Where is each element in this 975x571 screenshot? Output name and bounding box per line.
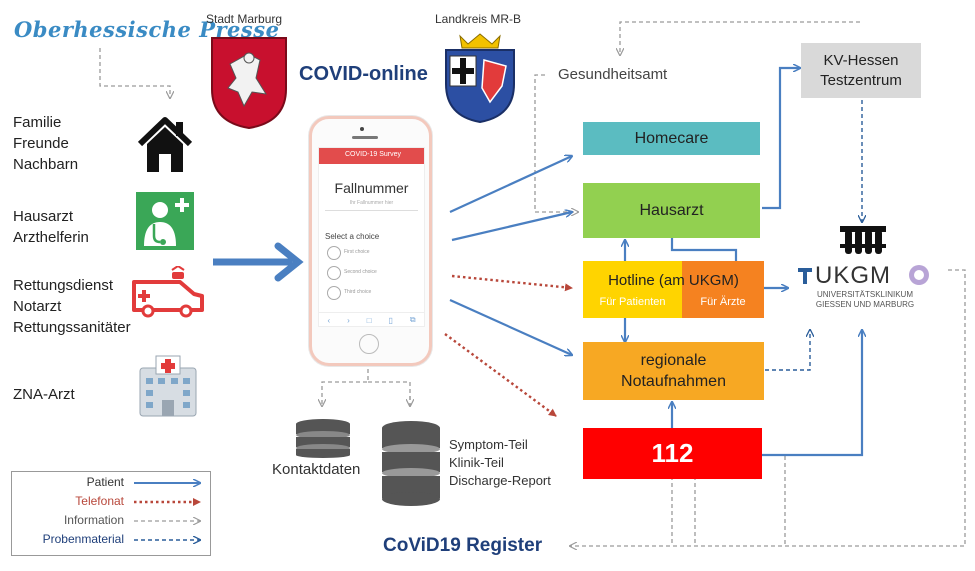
radio-icon[interactable] bbox=[327, 286, 341, 300]
house-icon bbox=[137, 117, 193, 172]
legend-label-probenmaterial: Probenmaterial bbox=[42, 532, 124, 546]
legend-line-samples bbox=[134, 472, 201, 552]
ukgm-seal-icon bbox=[909, 265, 929, 285]
radio-icon[interactable] bbox=[327, 266, 341, 280]
survey-header: COVID-19 Survey bbox=[319, 148, 424, 164]
doctor-icon bbox=[136, 192, 194, 250]
kv-testzentrum-box: KV-Hessen Testzentrum bbox=[801, 43, 921, 98]
phone-speaker bbox=[352, 136, 378, 139]
notaufnahmen-label: regionale Notaufnahmen bbox=[621, 352, 726, 390]
source-label-family: Familie Freunde Nachbarn bbox=[13, 114, 79, 173]
hotline-label: Hotline (am UKGM) bbox=[608, 272, 739, 289]
phone-camera bbox=[360, 127, 364, 131]
telefonat-connectors bbox=[444, 274, 573, 417]
ukgm-subtitle: UNIVERSITÄTSKLINIKUM GIESSEN UND MARBURG bbox=[815, 290, 915, 309]
share-icon[interactable]: □ bbox=[366, 315, 372, 325]
homecare-box: Homecare bbox=[583, 122, 760, 155]
case-number-input[interactable]: Ihr Fallnummer hier bbox=[325, 200, 418, 211]
hausarzt-label: Hausarzt bbox=[639, 201, 704, 219]
patient-connectors bbox=[213, 68, 862, 457]
app-title: COVID-online bbox=[299, 63, 428, 85]
legend-label-telefonat: Telefonat bbox=[75, 494, 124, 508]
hotline-doctor-box bbox=[682, 261, 764, 318]
case-number-heading: Fallnummer bbox=[334, 180, 409, 196]
ukgm-name: UKGM bbox=[815, 262, 891, 289]
choice-label: Second choice bbox=[344, 269, 377, 275]
marburg-crest-icon bbox=[211, 37, 287, 130]
bookmarks-icon[interactable]: ▯ bbox=[388, 315, 393, 325]
homecare-label: Homecare bbox=[634, 129, 709, 147]
legend: Patient Telefonat Information Probenmate… bbox=[11, 471, 211, 556]
kv-label: KV-Hessen Testzentrum bbox=[820, 51, 902, 89]
hotline-patients-label: Für Patienten bbox=[599, 296, 666, 308]
city-label: Stadt Marburg bbox=[206, 12, 283, 26]
back-icon[interactable]: ‹ bbox=[327, 315, 331, 325]
emergency-label: 112 bbox=[651, 438, 694, 468]
contact-data-label: Kontaktdaten bbox=[272, 461, 361, 478]
choice-question: Select a choice bbox=[325, 232, 380, 241]
survey-title: COVID-19 Survey bbox=[345, 151, 402, 158]
legend-label-information: Information bbox=[63, 513, 124, 527]
covid-register-label: CoViD19 Register bbox=[383, 535, 543, 556]
district-label: Landkreis MR-B bbox=[435, 12, 522, 26]
ambulance-icon bbox=[132, 266, 204, 318]
choice-label: Third choice bbox=[344, 289, 372, 295]
forward-icon[interactable]: › bbox=[347, 315, 350, 325]
source-label-gp: Hausarzt Arzthelferin bbox=[13, 208, 89, 246]
tabs-icon[interactable]: ⧉ bbox=[409, 315, 416, 324]
legend-label-patient: Patient bbox=[86, 475, 124, 489]
phone-mockup: COVID-19 Survey Fallnummer Ihr Fallnumme… bbox=[309, 116, 432, 366]
database-large-icon bbox=[382, 421, 440, 506]
health-office-label: Gesundheitsamt bbox=[558, 66, 668, 83]
ukgm-logo-icon bbox=[798, 268, 812, 284]
probenmaterial-connectors bbox=[765, 100, 862, 371]
hausarzt-box: Hausarzt bbox=[583, 183, 760, 238]
source-label-er-doctor: ZNA-Arzt bbox=[13, 386, 75, 403]
browser-toolbar: ‹ › □ ▯ ⧉ bbox=[319, 312, 424, 327]
hotline-patient-box bbox=[583, 261, 682, 318]
emergency-112-box: 112 bbox=[583, 428, 762, 479]
choice-label: First choice bbox=[344, 249, 370, 255]
radio-icon[interactable] bbox=[327, 246, 341, 260]
hotline-doctors-label: Für Ärzte bbox=[700, 296, 746, 308]
test-tubes-icon bbox=[840, 226, 886, 254]
report-parts-label: Symptom-Teil Klinik-Teil Discharge-Repor… bbox=[449, 437, 551, 488]
hospital-icon bbox=[139, 355, 197, 417]
district-crest-icon bbox=[445, 33, 515, 124]
phone-screen: COVID-19 Survey Fallnummer Ihr Fallnumme… bbox=[318, 147, 425, 327]
source-label-ems: Rettungsdienst Notarzt Rettungssanitäter bbox=[13, 277, 131, 336]
home-button[interactable] bbox=[359, 334, 379, 354]
database-icon bbox=[296, 419, 350, 458]
notaufnahmen-box: regionale Notaufnahmen bbox=[583, 342, 764, 400]
